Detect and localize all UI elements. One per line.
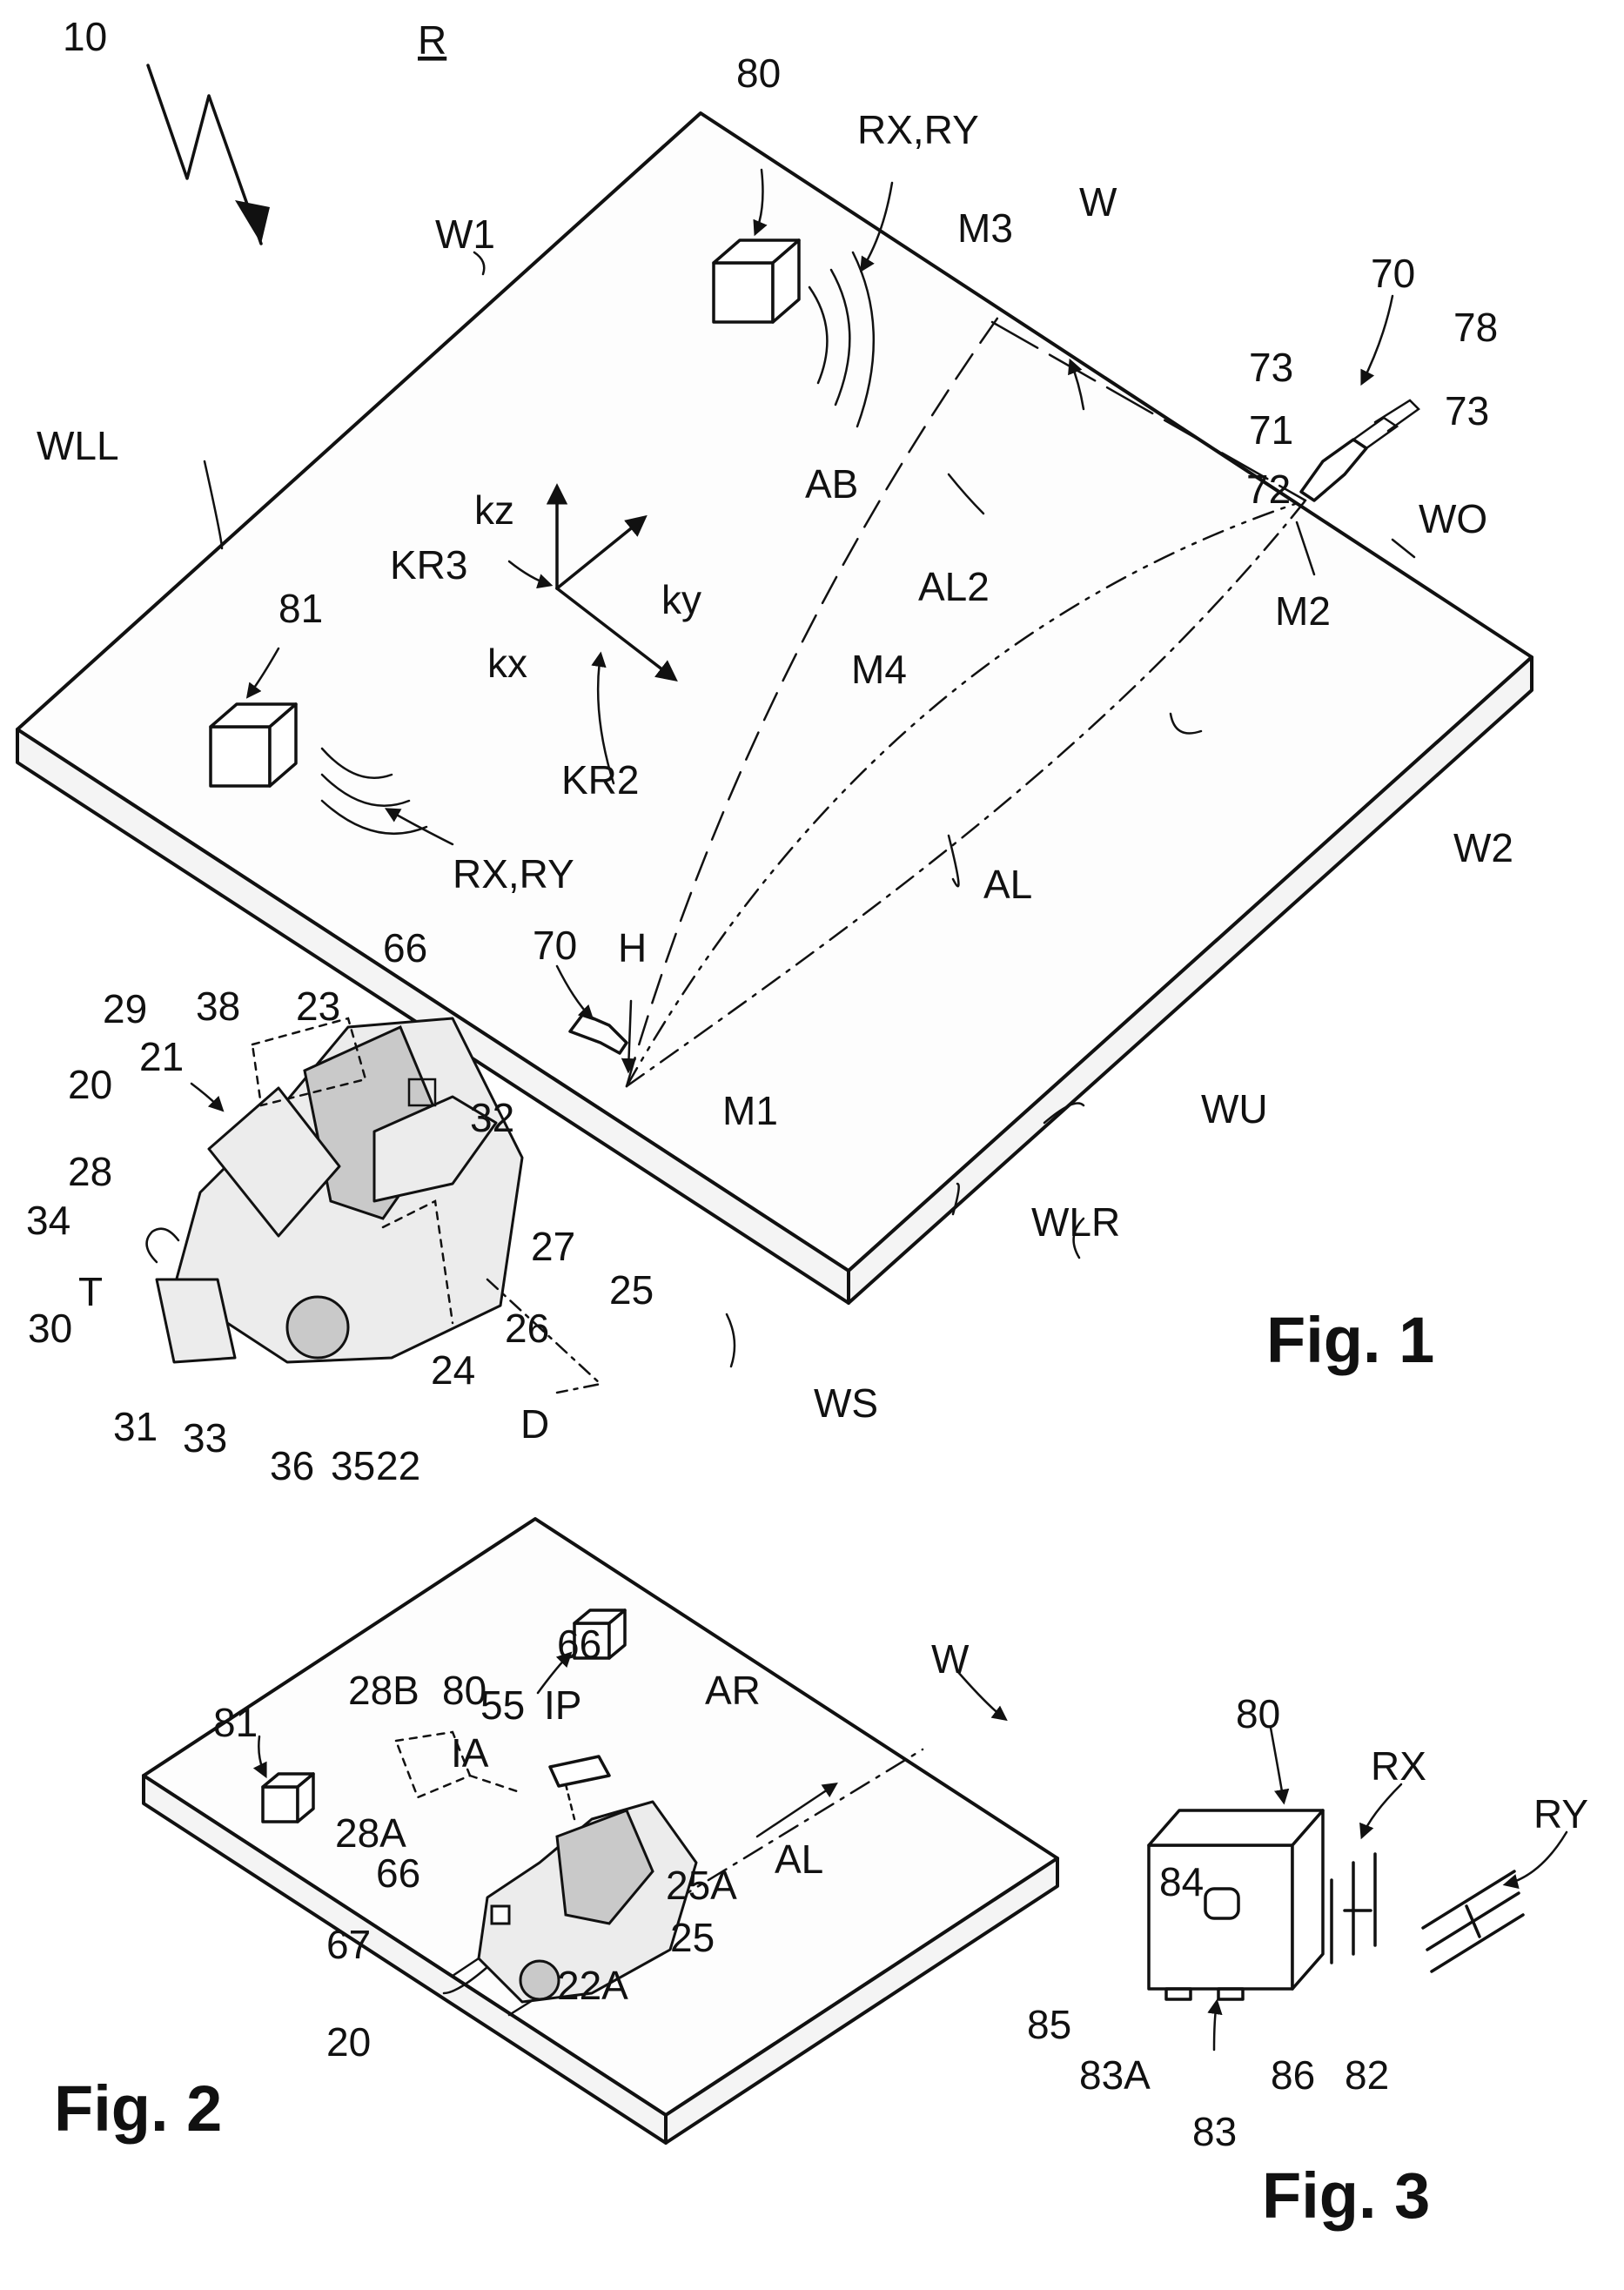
label-surface-wu: WU	[1201, 1086, 1268, 1132]
label-ref-66a-fig2: 66	[557, 1622, 601, 1667]
label-ref-22: 22	[376, 1443, 420, 1488]
marker-70-top-icon	[1301, 296, 1419, 500]
label-ref-83: 83	[1192, 2109, 1237, 2154]
label-axis-kx: kx	[487, 641, 527, 686]
label-mark-m3: M3	[957, 205, 1013, 251]
label-ref-78: 78	[1453, 305, 1498, 350]
label-ref-27: 27	[531, 1224, 575, 1269]
label-ref-66: 66	[383, 925, 427, 970]
label-machine-20-fig2: 20	[326, 2019, 371, 2065]
label-ref-36: 36	[270, 1443, 314, 1488]
label-surface-wo: WO	[1419, 496, 1487, 541]
label-ref-23: 23	[296, 984, 340, 1029]
label-ref-29: 29	[103, 986, 147, 1031]
label-ref-84: 84	[1159, 1859, 1204, 1904]
label-mark-m4: M4	[851, 647, 907, 692]
label-edge-wll: WLL	[37, 423, 119, 468]
figure-1: 10 R 80 RX,RY W W1 M3 70 78 73 73 71 72 …	[17, 14, 1532, 1488]
label-room: R	[418, 17, 446, 63]
figure-2-caption: Fig. 2	[54, 2072, 222, 2145]
label-ref-28a: 28A	[335, 1810, 406, 1856]
label-edge-w1: W1	[435, 212, 495, 257]
label-line-al2: AL2	[918, 564, 990, 609]
label-ref-ar: AR	[705, 1668, 761, 1713]
label-direction-d: D	[520, 1401, 549, 1447]
label-ref-71: 71	[1249, 407, 1293, 453]
label-ref-25a: 25A	[666, 1863, 737, 1908]
label-ref-32: 32	[470, 1095, 514, 1140]
ref-86-element	[1218, 1989, 1243, 1999]
label-workpiece-top: W	[1079, 179, 1117, 225]
label-receiver-81-fig2: 81	[213, 1700, 258, 1745]
label-ref-38: 38	[196, 984, 240, 1029]
label-ref-34: 34	[26, 1198, 70, 1243]
label-receiver-80-fig3: 80	[1236, 1691, 1280, 1736]
label-ref-73b: 73	[1445, 388, 1489, 433]
label-ref-66b-fig2: 66	[376, 1850, 420, 1896]
label-ref-85: 85	[1027, 2002, 1071, 2047]
figure-1-caption: Fig. 1	[1266, 1304, 1434, 1376]
label-edge-wlr: WLR	[1031, 1199, 1120, 1245]
label-edge-ws: WS	[814, 1380, 878, 1426]
label-point-h: H	[618, 925, 647, 970]
label-ref-25: 25	[609, 1267, 654, 1313]
label-ref-30: 30	[28, 1306, 72, 1351]
label-ref-83a: 83A	[1079, 2052, 1151, 2098]
label-machine-20: 20	[68, 1062, 112, 1107]
figure-3: 80 RX RY 84 85 83A 86 82 83 Fig. 3	[1027, 1691, 1588, 2232]
label-frame-kr3: KR3	[390, 542, 467, 588]
label-ref-33: 33	[183, 1415, 227, 1461]
signal-ry-icon	[1423, 1832, 1567, 1971]
label-signal-rx: RX	[1371, 1743, 1426, 1789]
label-system: 10	[63, 14, 107, 59]
figure-2: 80 81 W 66 28B 55 IP AR IA 28A AL 66 25A…	[54, 1519, 1057, 2145]
label-ref-86: 86	[1271, 2052, 1315, 2098]
figure-3-caption: Fig. 3	[1262, 2159, 1430, 2232]
label-signal-top: RX,RY	[857, 107, 979, 152]
label-axis-ky: ky	[661, 577, 701, 622]
signal-rx-icon	[1332, 1784, 1401, 1963]
label-frame-kr2: KR2	[561, 757, 639, 803]
label-line-al: AL	[983, 862, 1032, 907]
label-ref-25-fig2: 25	[670, 1915, 715, 1960]
label-receiver-81: 81	[278, 586, 323, 631]
label-receiver-80: 80	[736, 50, 781, 96]
label-ref-ip: IP	[544, 1682, 581, 1728]
label-ref-28b: 28B	[348, 1668, 419, 1713]
system-arrow-icon	[148, 65, 270, 244]
label-ref-22a: 22A	[557, 1963, 628, 2008]
label-signal-ry: RY	[1533, 1791, 1588, 1837]
label-ref-72: 72	[1246, 467, 1291, 512]
ref-83a-element	[1166, 1989, 1191, 1999]
label-ref-26: 26	[505, 1306, 549, 1351]
label-marker-70-low: 70	[533, 923, 577, 968]
label-mark-m2: M2	[1275, 588, 1331, 634]
label-line-al-fig2: AL	[775, 1837, 823, 1882]
label-axis-kz: kz	[474, 487, 514, 533]
label-ref-82: 82	[1345, 2052, 1389, 2098]
label-signal-left: RX,RY	[453, 851, 574, 897]
label-ref-21: 21	[139, 1034, 184, 1079]
label-ref-35: 35	[331, 1443, 375, 1488]
label-ref-24: 24	[431, 1347, 475, 1393]
label-mark-m1: M1	[722, 1088, 778, 1133]
label-ref-28: 28	[68, 1149, 112, 1194]
label-ref-55: 55	[480, 1682, 525, 1728]
label-ref-73a: 73	[1249, 345, 1293, 390]
label-ref-ia: IA	[451, 1730, 489, 1776]
label-ref-31: 31	[113, 1404, 158, 1449]
label-line-ab: AB	[805, 461, 858, 507]
label-edge-w2: W2	[1453, 825, 1513, 870]
label-ref-t: T	[78, 1269, 103, 1314]
label-marker-70-top: 70	[1371, 251, 1415, 296]
label-ref-67: 67	[326, 1922, 371, 1967]
label-workpiece-fig2: W	[931, 1636, 970, 1682]
